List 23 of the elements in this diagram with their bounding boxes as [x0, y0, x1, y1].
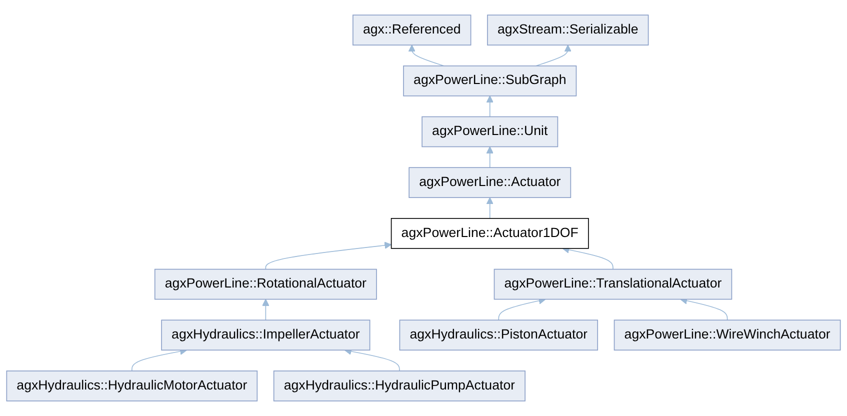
node-box: agxPowerLine::SubGraph	[403, 65, 577, 96]
node-box: agxPowerLine::Actuator	[408, 167, 572, 198]
arrow	[498, 297, 546, 321]
node-box: agxStream::Serializable	[487, 14, 649, 46]
node-box: agxHydraulics::ImpellerActuator	[161, 320, 370, 351]
arrow	[536, 44, 572, 66]
arrow	[262, 298, 270, 321]
node-box: agxHydraulics::HydraulicPumpActuator	[273, 370, 526, 402]
arrow	[486, 146, 494, 168]
arrow	[408, 44, 444, 66]
arrow	[486, 197, 494, 219]
node-box: agxPowerLine::WireWinchActuator	[614, 320, 841, 351]
arrow	[680, 297, 728, 321]
node-box: agxHydraulics::HydraulicMotorActuator	[6, 370, 258, 402]
node-box: agxHydraulics::PistonActuator	[399, 320, 598, 351]
arrow	[486, 96, 494, 118]
node-box: agx::Referenced	[352, 14, 472, 46]
node-box: agxPowerLine::Unit	[422, 116, 558, 148]
node-box: agxPowerLine::RotationalActuator	[154, 268, 377, 300]
arrow	[265, 242, 392, 270]
arrow	[562, 246, 614, 270]
node-box: agxPowerLine::Actuator1DOF	[390, 218, 589, 249]
node-box: agxPowerLine::TranslationalActuator	[494, 268, 732, 300]
